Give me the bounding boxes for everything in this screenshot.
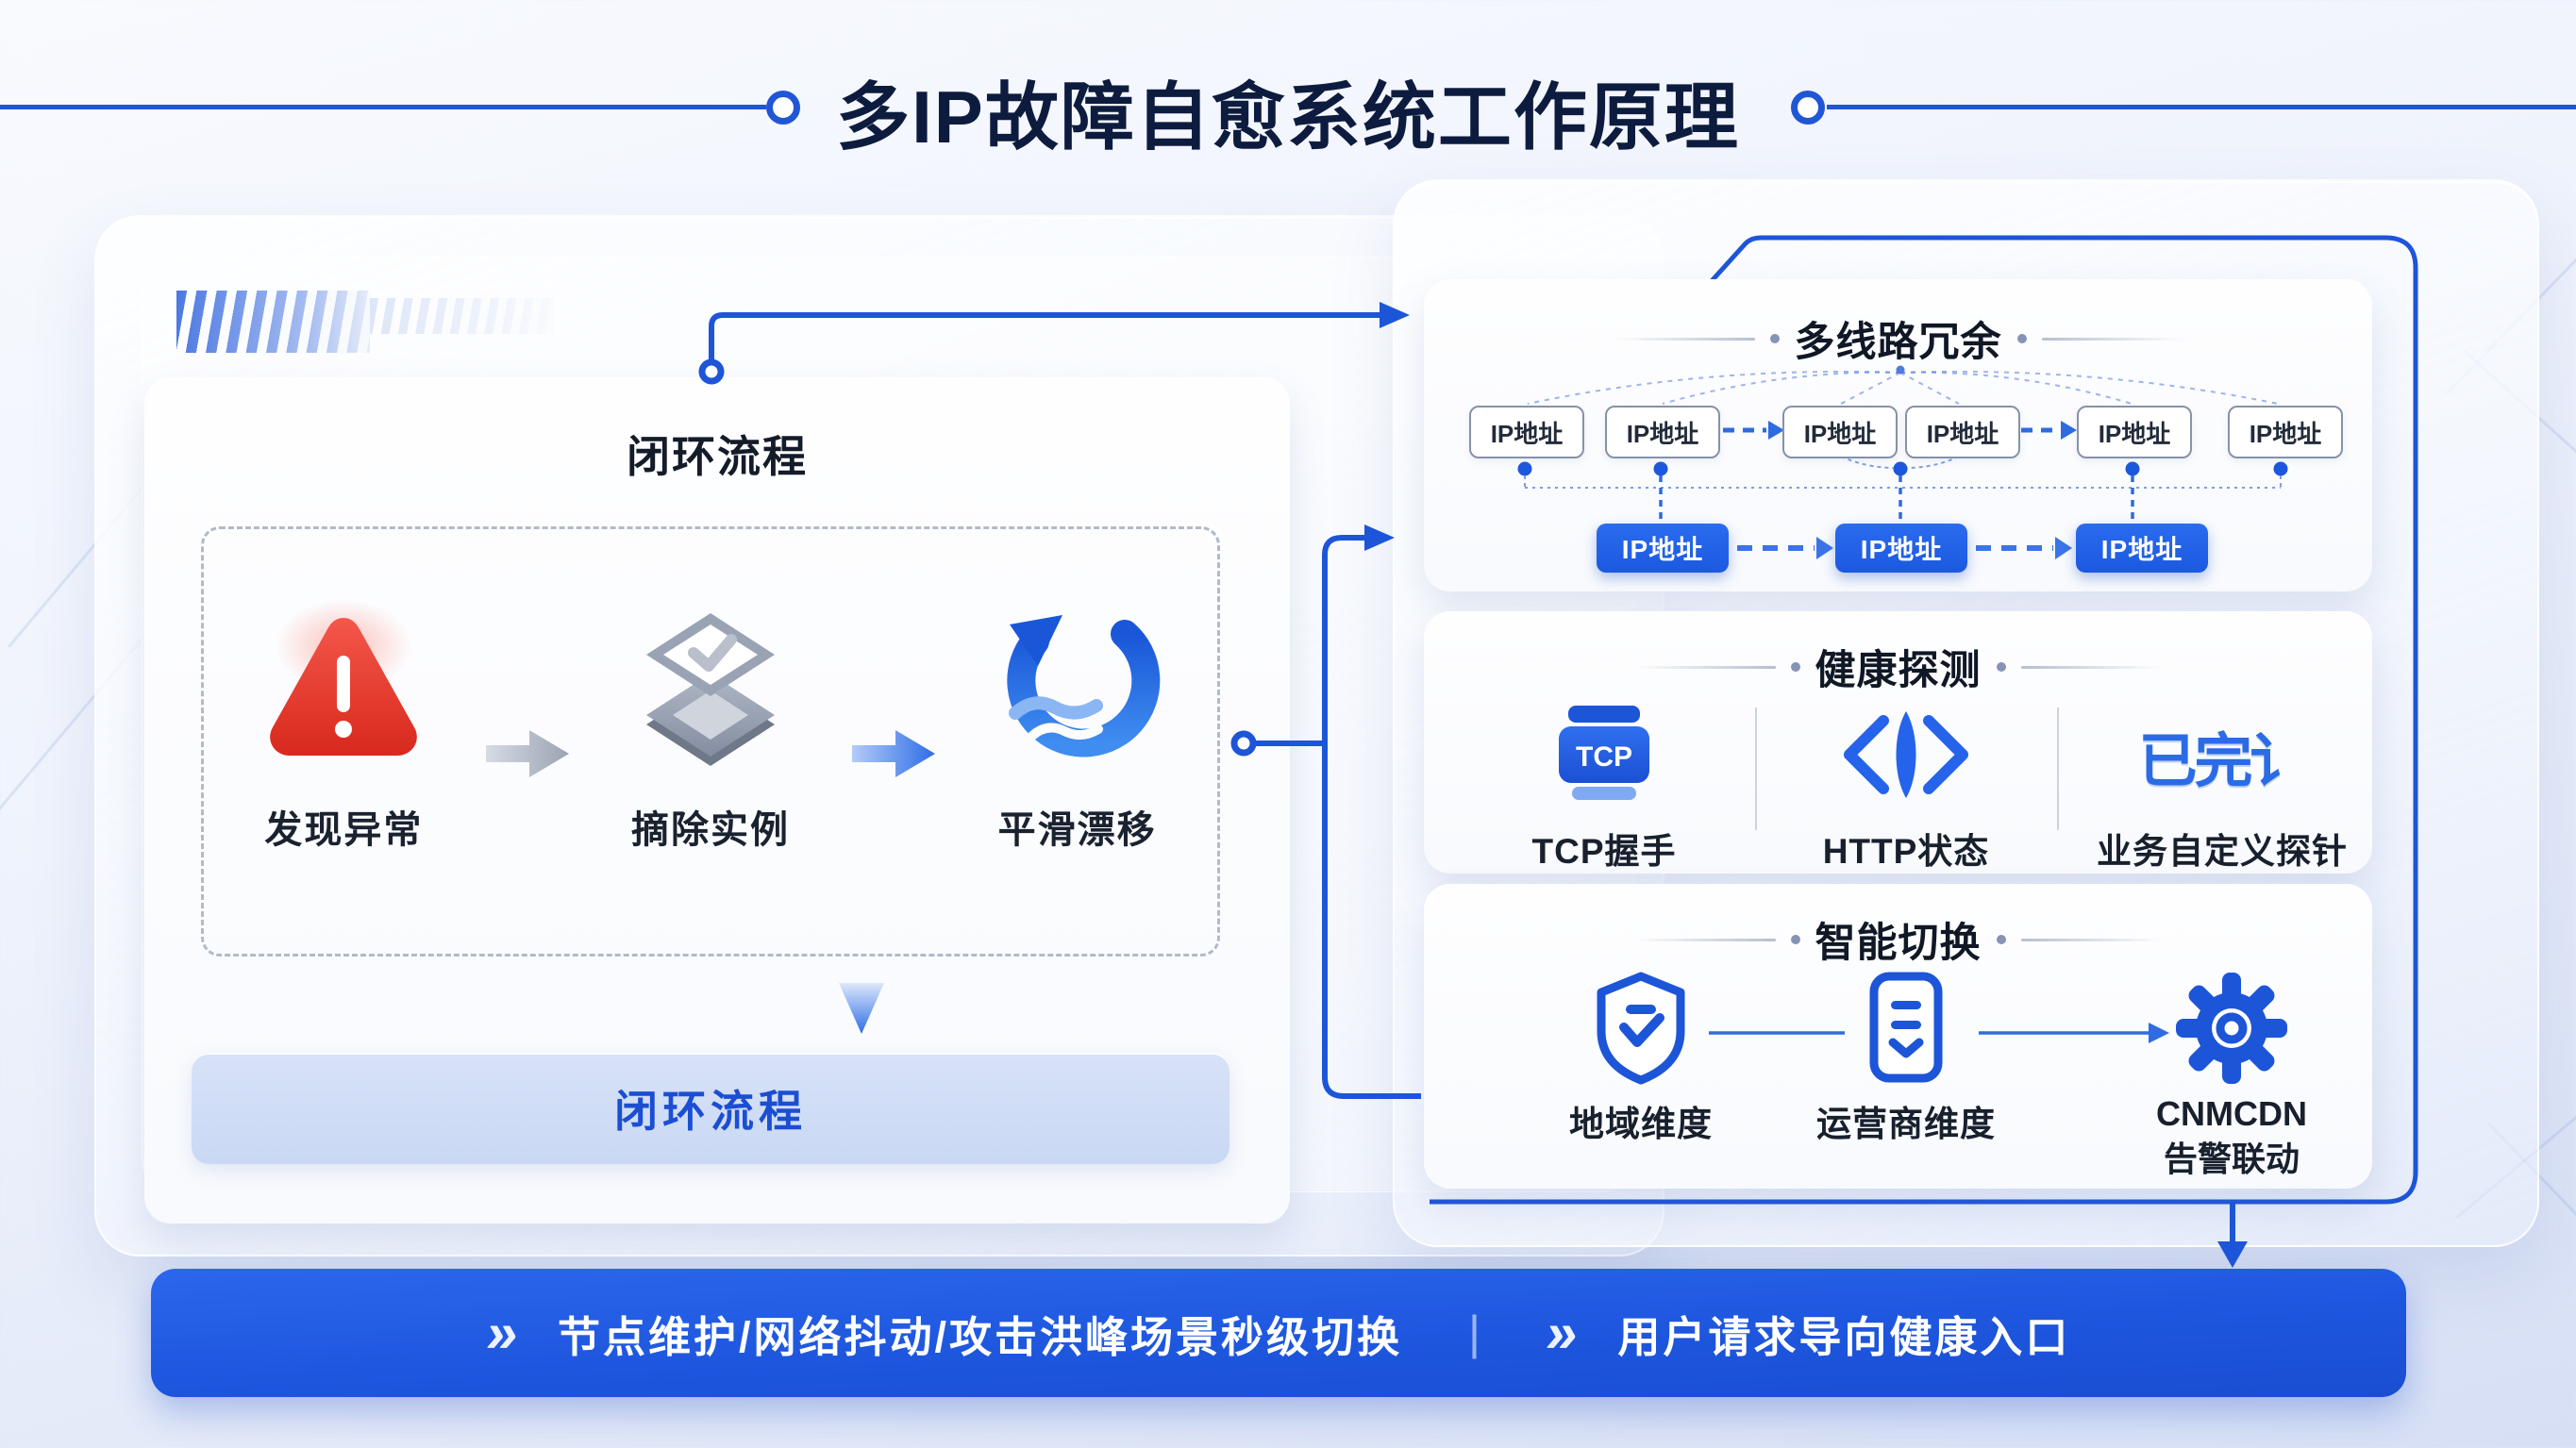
panel-title: 智能切换	[1815, 921, 1982, 966]
hazard-stripes-decor	[176, 291, 370, 353]
panel-title: 多线路冗余	[1794, 320, 2002, 365]
health-item-http: HTTP状态	[1760, 698, 2052, 874]
custom-probe-glyph-icon: 已完讠	[2138, 698, 2308, 813]
title-line-right	[2020, 938, 2163, 941]
step-label: 平滑漂移	[997, 809, 1157, 851]
title-line-left	[1633, 665, 1776, 669]
switch-links	[1709, 1023, 2169, 1043]
health-item-label: TCP握手	[1531, 832, 1677, 871]
switch-item-cnmcdn: CNMCDN 告警联动	[2085, 971, 2378, 1182]
health-item-custom-probe: 已完讠 业务自定义探针	[2076, 698, 2368, 874]
down-arrow-icon	[834, 979, 889, 1042]
redundancy-links	[1517, 365, 2288, 559]
banner-item-2: 用户请求导向健康入口	[1617, 1312, 2071, 1361]
panel-title-row: 健康探测	[1424, 638, 2372, 696]
page-title: 多IP故障自愈系统工作原理	[836, 75, 1740, 158]
title-dot-icon	[2016, 334, 2027, 343]
stacked-layers-icon	[616, 588, 805, 786]
step-detect-anomaly: 发现异常	[204, 588, 484, 854]
gear-icon	[2174, 971, 2289, 1086]
banner-item-1: 节点维护/网络抖动/攻击洪峰场景秒级切换	[557, 1312, 1402, 1361]
active-ip-box: IP地址	[1597, 524, 1729, 573]
closed-loop-title: 闭环流程	[627, 432, 808, 481]
ip-box: IP地址	[1605, 406, 1720, 458]
panel-title-row: 智能切换	[1424, 910, 2372, 969]
switch-item-label: 运营商维度	[1816, 1105, 1996, 1143]
switch-item-label: CNMCDN 告警联动	[2156, 1091, 2307, 1182]
divider	[1755, 707, 1757, 830]
switch-item-carrier: 运营商维度	[1760, 971, 2052, 1146]
active-ip-box: IP地址	[1835, 524, 1967, 573]
code-brackets-icon	[1831, 698, 1982, 813]
ip-box: IP地址	[2077, 406, 2192, 458]
ip-box: IP地址	[1469, 406, 1584, 458]
divider	[2057, 707, 2059, 830]
hazard-stripes-faint-decor	[370, 298, 554, 334]
step-smooth-drift: 平滑漂移	[937, 588, 1217, 854]
title-dot-icon	[1790, 935, 1800, 944]
title-line-left	[1613, 337, 1755, 341]
title-line-left	[1633, 938, 1776, 941]
health-item-label: 业务自定义探针	[2097, 832, 2348, 871]
cnmcdn-line2: 告警联动	[2163, 1140, 2300, 1178]
banner-divider: |	[1468, 1307, 1480, 1359]
flow-arrow-gray-icon	[484, 720, 571, 792]
smart-switch-panel: 智能切换 地域维度	[1424, 884, 2372, 1189]
active-ip-box: IP地址	[2076, 524, 2208, 573]
switch-item-label: 地域维度	[1569, 1105, 1713, 1143]
step-label: 发现异常	[264, 809, 424, 851]
title-dot-icon	[1996, 662, 2006, 672]
step-remove-instance: 摘除实例	[571, 588, 851, 854]
ip-box: IP地址	[2228, 406, 2343, 458]
health-probe-panel: 健康探测 TCP TCP握手	[1424, 611, 2372, 874]
flow-arrow-blue-icon	[850, 720, 937, 792]
shield-check-icon	[1586, 971, 1696, 1086]
title-line-right	[2041, 337, 2183, 341]
closed-loop-panel: 闭环流程	[144, 377, 1290, 1223]
ip-box: IP地址	[1782, 406, 1898, 458]
multi-line-redundancy-panel: 多线路冗余	[1424, 279, 2372, 591]
title-dot-icon	[1790, 662, 1800, 672]
process-dashed-box: 发现异常	[201, 526, 1220, 957]
health-item-label: HTTP状态	[1822, 832, 1990, 871]
health-item-tcp: TCP TCP握手	[1458, 698, 1750, 874]
title-ring-right-icon	[1791, 91, 1825, 125]
switch-item-region: 地域维度	[1495, 971, 1787, 1146]
title-flank-line-left	[0, 105, 766, 109]
bottom-banner: » 节点维护/网络抖动/攻击洪峰场景秒级切换 | » 用户请求导向健康入口	[151, 1269, 2406, 1397]
title-ring-left-icon	[766, 91, 800, 125]
alert-triangle-icon	[254, 588, 433, 786]
tcp-jar-icon: TCP	[1545, 698, 1664, 813]
probe-glyph-text: 已完讠	[2138, 729, 2308, 794]
title-dot-icon	[1996, 935, 2006, 944]
ip-box: IP地址	[1905, 406, 2020, 458]
cnmcdn-line1: CNMCDN	[2156, 1094, 2307, 1133]
panel-title: 健康探测	[1815, 648, 1982, 693]
smooth-swirl-icon	[983, 588, 1172, 786]
title-dot-icon	[1769, 334, 1780, 343]
title-line-right	[2020, 665, 2163, 669]
closed-loop-button: 闭环流程	[192, 1053, 1229, 1164]
step-label: 摘除实例	[631, 809, 790, 851]
carrier-list-icon	[1857, 971, 1955, 1086]
panel-title-row: 多线路冗余	[1424, 309, 2372, 368]
title-flank-line-right	[1827, 105, 2576, 109]
tcp-icon-text: TCP	[1576, 741, 1632, 773]
